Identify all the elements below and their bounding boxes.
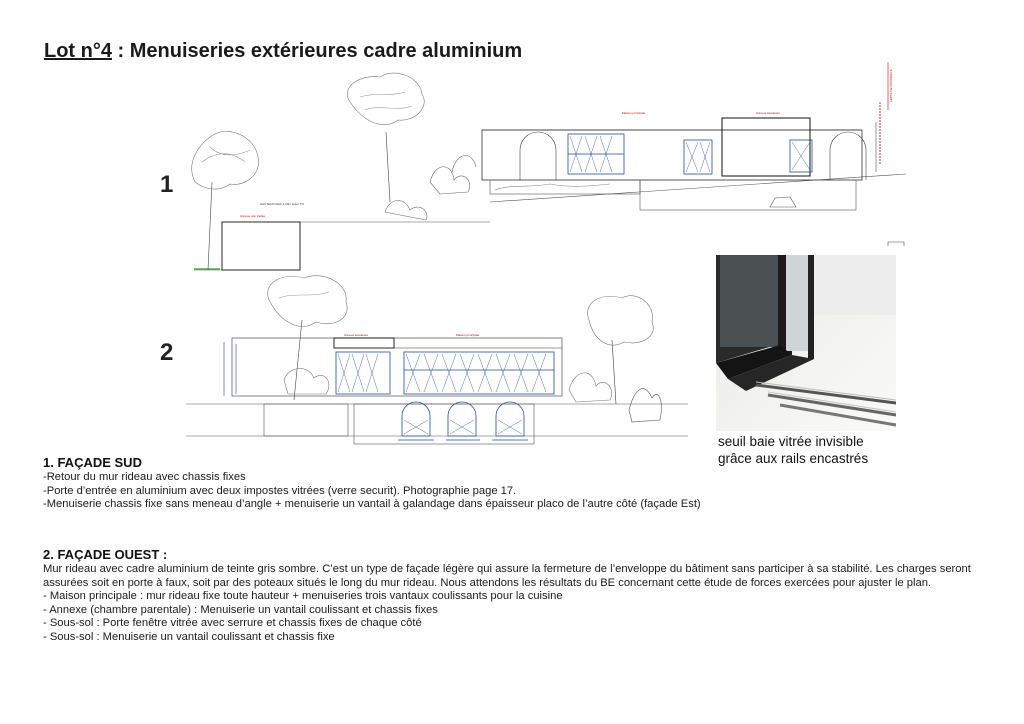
limite-label: LIMITE DE PROPRIETE (889, 69, 893, 102)
sud-line-2: -Porte d’entrée en aluminium avec deux i… (43, 484, 517, 497)
maison-label: Maison principale (622, 111, 646, 115)
ouest-line-3: - Sous-sol : Porte fenêtre vitrée avec s… (43, 617, 422, 630)
ouest-line-2: - Annexe (chambre parentale) : Menuiseri… (43, 603, 438, 616)
section-sud-heading: 1. FAÇADE SUD (43, 455, 142, 470)
title-text: : Menuiseries extérieures cadre aluminiu… (112, 40, 523, 62)
sud-line-3: -Menuiserie chassis fixe sans meneau d’a… (43, 498, 701, 511)
lot-number: Lot n°4 (44, 40, 112, 62)
elevation-drawing-sud: HAUTEUR MAX 3,20m selon TN Annexe non tr… (191, 62, 907, 271)
figure-1-number: 1 (160, 171, 174, 198)
sud-line-1: -Retour du mur rideau avec chassis fixes (43, 471, 246, 483)
fig2-annexe-label: Annexe surélevée (344, 333, 368, 337)
fig2-maison-label: Maison principale (456, 333, 480, 337)
ouest-line-4: - Sous-sol : Menuiserie un vantail couli… (43, 630, 335, 643)
section-ouest-body: Mur rideau avec cadre aluminium de teint… (43, 563, 988, 645)
height-note-label: HAUTEUR MAX 3,20m selon TN (260, 202, 304, 206)
annexe-label: Annexe non traitée (240, 214, 266, 218)
photo-caption: seuil baie vitrée invisible grâce aux ra… (718, 433, 868, 467)
threshold-photo (716, 255, 896, 431)
section-ouest-heading: 2. FAÇADE OUEST : (43, 547, 168, 562)
figure-2-number: 2 (160, 339, 174, 366)
caption-line-2: grâce aux rails encastrés (718, 451, 869, 466)
caption-line-1: seuil baie vitrée invisible (718, 434, 864, 449)
page-title: Lot n°4 : Menuiseries extérieures cadre … (44, 40, 522, 63)
elevation-drawing-ouest: Annexe surélevée Maison principale (186, 275, 688, 445)
section-sud-body: -Retour du mur rideau avec chassis fixes… (43, 471, 988, 512)
ouest-paragraph: Mur rideau avec cadre aluminium de teint… (43, 563, 971, 589)
ouest-line-1: - Maison principale : mur rideau fixe to… (43, 590, 563, 603)
threshold-photo-image (716, 255, 896, 431)
annexe2-label: Annexe surélevée (756, 111, 780, 115)
